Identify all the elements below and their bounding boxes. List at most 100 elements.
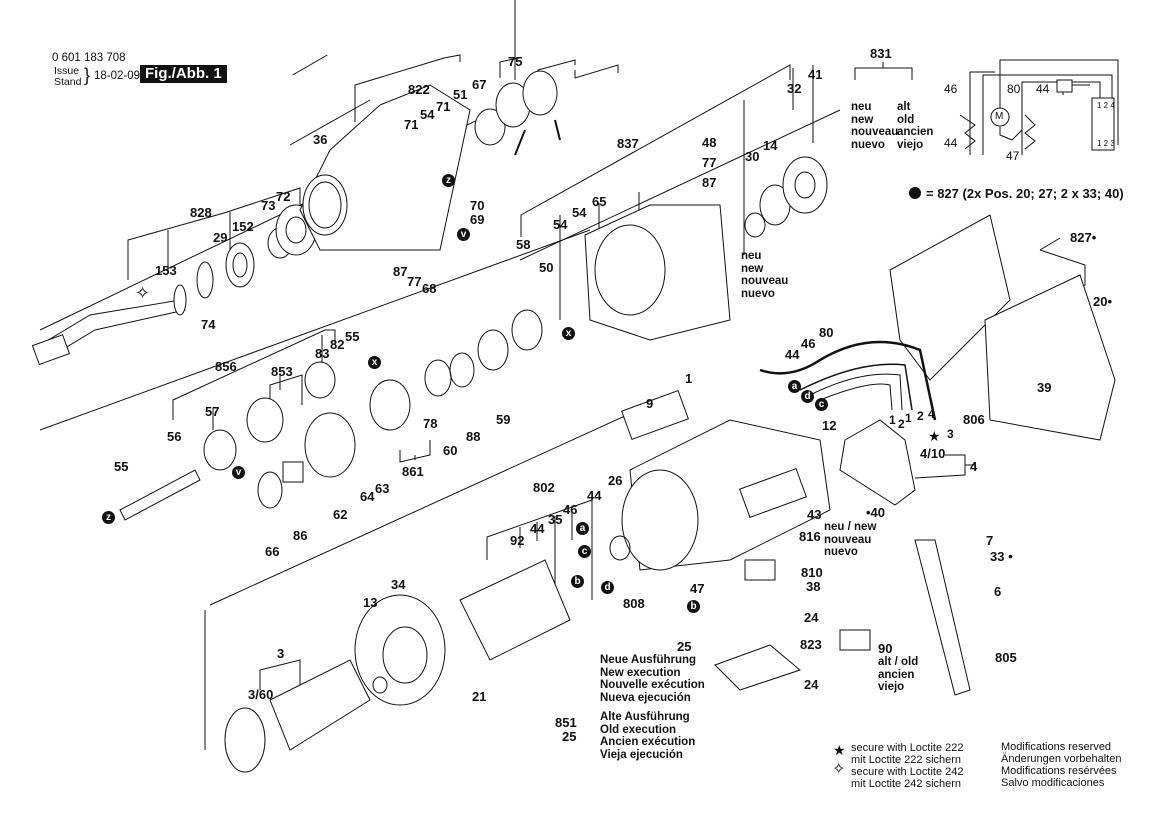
- callout-152: 152: [232, 219, 254, 234]
- wire-number: 1: [905, 411, 912, 425]
- callout-805: 805: [995, 650, 1017, 665]
- callout-36: 36: [313, 132, 328, 147]
- callout-38: 38: [806, 579, 821, 594]
- callout-3: 3: [277, 646, 285, 661]
- callout-86: 86: [293, 528, 308, 543]
- marker-c: c: [815, 398, 828, 411]
- callout-32: 32: [787, 81, 802, 96]
- callout-65: 65: [592, 194, 607, 209]
- callout-55: 55: [114, 459, 129, 474]
- callout-48: 48: [702, 135, 717, 150]
- callout-77: 77: [407, 274, 422, 289]
- callout-67: 67: [472, 77, 487, 92]
- motor-symbol: M: [995, 111, 1004, 122]
- wiring-label-80: 80: [1007, 82, 1021, 96]
- callout-64: 64: [360, 489, 375, 504]
- callout-35: 35: [548, 512, 563, 527]
- wire-number: 2: [917, 409, 924, 423]
- note-new: neu new nouveau nuevo: [741, 250, 789, 300]
- marker-d: d: [601, 581, 614, 594]
- wiring-label-46: 46: [944, 82, 958, 96]
- note-new-execution: Neue Ausführung New execution Nouvelle e…: [600, 654, 705, 704]
- callout-4: 4: [970, 459, 978, 474]
- note-old-slash: alt / old ancien viejo: [878, 656, 919, 693]
- callout-823: 823: [800, 637, 822, 652]
- callout-34: 34: [391, 577, 406, 592]
- callout-83: 83: [315, 346, 330, 361]
- kit-bullet-icon: [909, 187, 921, 199]
- callout-73: 73: [261, 198, 276, 213]
- marker-z: z: [102, 511, 115, 524]
- marker-x: x: [368, 356, 381, 369]
- callout-82: 82: [330, 337, 345, 352]
- switch-shape: [839, 419, 916, 506]
- callout-41: 41: [808, 67, 823, 82]
- callout-30: 30: [745, 149, 760, 164]
- note-new: neu new nouveau nuevo: [851, 101, 899, 151]
- callout-24: 24: [804, 677, 819, 692]
- callout-802: 802: [533, 480, 555, 495]
- marker-z: z: [442, 174, 455, 187]
- callout-4-10: 4/10: [920, 446, 946, 461]
- callout-25: 25: [677, 639, 692, 654]
- callout-90: 90: [878, 641, 893, 656]
- callout-43: 43: [807, 507, 822, 522]
- switch-terminals-bottom: 1 2 3: [1097, 139, 1115, 148]
- callout-78: 78: [423, 416, 438, 431]
- callout-806: 806: [963, 412, 985, 427]
- legend-loctite-222: secure with Loctite 222 mit Loctite 222 …: [851, 742, 964, 766]
- wire-number: 2: [898, 417, 905, 431]
- callout-828: 828: [190, 205, 212, 220]
- callout-47: 47: [690, 581, 705, 596]
- brush-parts: [714, 559, 871, 691]
- marker-c: c: [578, 545, 591, 558]
- callout-851: 851: [555, 715, 577, 730]
- callout-74: 74: [201, 317, 216, 332]
- callout-20: 20•: [1093, 294, 1113, 309]
- marker-x: x: [562, 327, 575, 340]
- loctite-222-icon: ★: [928, 428, 941, 444]
- callout-54: 54: [553, 217, 568, 232]
- callout-87: 87: [702, 175, 717, 190]
- callout-54: 54: [420, 107, 435, 122]
- kit-note: = 827 (2x Pos. 20; 27; 2 x 33; 40): [926, 186, 1124, 201]
- callout-75: 75: [508, 54, 523, 69]
- callout-71: 71: [404, 117, 419, 132]
- gear-housing-shape: [289, 54, 471, 251]
- marker-d: d: [801, 390, 814, 403]
- wire-harness: [759, 340, 937, 421]
- callout-816: 816: [799, 529, 821, 544]
- callout-7: 7: [986, 533, 994, 548]
- callout-54: 54: [572, 205, 587, 220]
- callout-72: 72: [276, 189, 291, 204]
- switch-terminals-top: 1 2 4: [1097, 101, 1115, 110]
- callout-69: 69: [470, 212, 485, 227]
- callout-12: 12: [822, 418, 837, 433]
- wire-number: 1: [889, 413, 896, 427]
- marker-b: b: [687, 600, 700, 613]
- callout-63: 63: [375, 481, 390, 496]
- callout-44: 44: [587, 488, 602, 503]
- callout-153: 153: [155, 263, 177, 278]
- callout-59: 59: [496, 412, 511, 427]
- note-new-slash: neu / new nouveau nuevo: [824, 521, 877, 558]
- handle-shapes: [889, 214, 1116, 441]
- callout-70: 70: [470, 198, 485, 213]
- issue-date: 18-02-09: [94, 70, 141, 82]
- callout-56: 56: [167, 429, 182, 444]
- callout-26: 26: [608, 473, 623, 488]
- callout-827: 827•: [1070, 230, 1097, 245]
- callout-21: 21: [472, 689, 487, 704]
- callout-856: 856: [215, 359, 237, 374]
- callout-837: 837: [617, 136, 639, 151]
- callout-14: 14: [763, 138, 778, 153]
- wire-number: 3: [947, 427, 954, 441]
- callout-87: 87: [393, 264, 408, 279]
- callout-44: 44: [530, 521, 545, 536]
- callout-822: 822: [408, 82, 430, 97]
- callout-46: 46: [801, 336, 816, 351]
- four-point-star-icon: ✧: [832, 761, 846, 778]
- callout-58: 58: [516, 237, 531, 252]
- wiring-diagram: [959, 59, 1119, 155]
